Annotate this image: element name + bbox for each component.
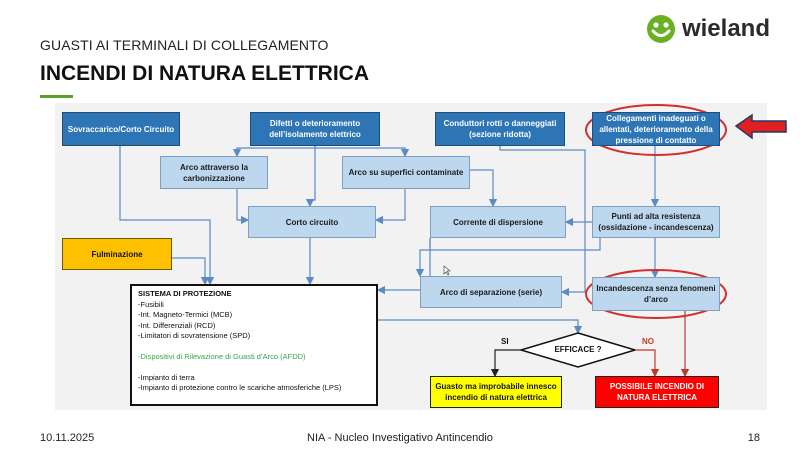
slide-subtitle: GUASTI AI TERMINALI DI COLLEGAMENTO (40, 37, 329, 53)
red-pointer-arrow (734, 113, 787, 140)
box-arco-separazione: Arco di separazione (serie) (420, 276, 562, 308)
highlight-ellipse-collegamenti (585, 104, 727, 156)
box-guasto-improbabile: Guasto ma improbabile innesco incendio d… (430, 376, 562, 408)
box-sovraccarico: Sovraccarico/Corto Circuito (62, 112, 180, 146)
protezione-item: -Int. Magneto-Termici (MCB) (138, 310, 233, 320)
protezione-heading: SISTEMA DI PROTEZIONE (138, 289, 232, 298)
no-label: NO (642, 337, 654, 346)
efficace-decision (518, 332, 638, 368)
mouse-cursor-icon (443, 265, 451, 276)
box-fulminazione: Fulminazione (62, 238, 172, 270)
protezione-item: -Limitatori di sovratensione (SPD) (138, 331, 251, 341)
footer-date: 10.11.2025 (40, 432, 95, 444)
box-possibile-incendio: POSSIBILE INCENDIO DI NATURA ELETTRICA (595, 376, 719, 408)
title-accent-bar (40, 95, 73, 98)
protezione-afdd: -Dispositivi di Rilevazione di Guasti d’… (138, 351, 306, 361)
footer-page-number: 18 (747, 432, 760, 444)
box-punti-alta-resistenza: Punti ad alta resistenza (ossidazione - … (592, 206, 720, 238)
box-corto-circuito: Corto circuito (248, 206, 376, 238)
footer-center: NIA - Nucleo Investigativo Antincendio (307, 432, 493, 444)
wieland-logo-icon (646, 15, 675, 43)
box-conduttori-rotti: Conduttori rotti o danneggiati (sezione … (435, 112, 565, 146)
efficace-label: EFFICACE ? (554, 345, 602, 354)
slide-title: INCENDI DI NATURA ELETTRICA (40, 62, 369, 85)
protezione-item: -Int. Differenziali (RCD) (138, 320, 216, 330)
protezione-item: -Fusibili (138, 299, 164, 309)
highlight-ellipse-incandescenza (585, 269, 727, 319)
wieland-logo: wieland (646, 14, 770, 44)
protezione-item: -Impianto di terra (138, 372, 195, 382)
protezione-item: -Impianto di protezione contro le scaric… (138, 383, 342, 393)
box-difetti-isolamento: Difetti o deterioramento dell’isolamento… (250, 112, 380, 146)
box-incandescenza: Incandescenza senza fenomeni d’arco (592, 277, 720, 311)
box-arco-superfici: Arco su superfici contaminate (342, 156, 470, 189)
box-collegamenti-inadeguati: Collegamenti inadeguati o allentati, det… (592, 112, 720, 146)
box-corrente-dispersione: Corrente di dispersione (430, 206, 566, 238)
logo-text: wieland (681, 15, 770, 42)
si-label: SI (501, 337, 509, 346)
box-sistema-protezione: SISTEMA DI PROTEZIONE -Fusibili -Int. Ma… (130, 284, 378, 406)
box-arco-carbonizzazione: Arco attraverso la carbonizzazione (160, 156, 268, 189)
